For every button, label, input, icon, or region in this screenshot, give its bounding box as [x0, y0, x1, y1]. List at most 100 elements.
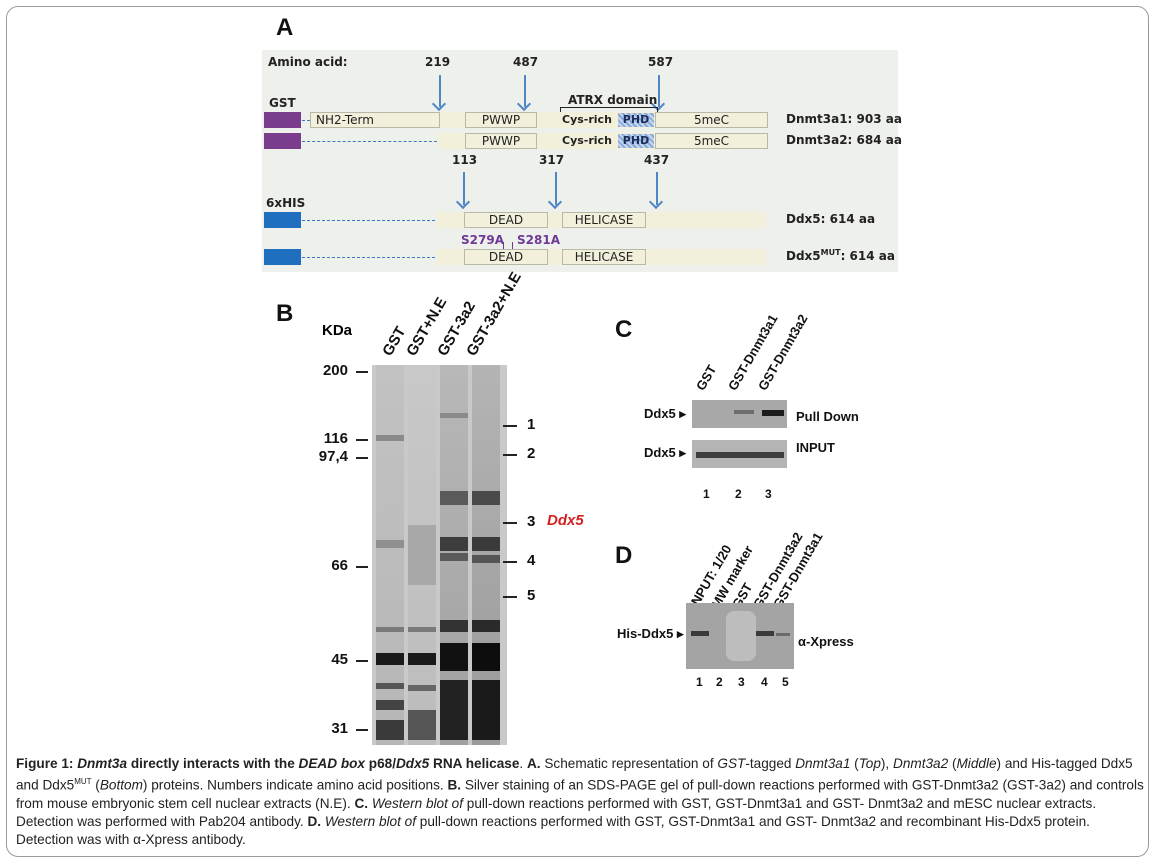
gel-band: [472, 491, 500, 505]
marker-tick-200: [356, 371, 368, 373]
c-row2-label-text: Ddx5: [644, 445, 676, 460]
gel-band: [440, 553, 468, 561]
c-input-label: INPUT: [796, 440, 835, 455]
gel-band: [472, 680, 500, 740]
caption-dnmt3a: Dnmt3a: [77, 756, 128, 771]
caption-a-dnmt3a1: Dnmt3a1: [795, 756, 851, 771]
caption-section-b: B.: [447, 777, 462, 793]
panel-a-schematic: Amino acid: 219 487 587 GST ATRX domain …: [262, 50, 902, 272]
gel-band: [408, 685, 436, 691]
caption-deadbox: DEAD box: [298, 756, 365, 771]
cys-rich-a1: Cys-rich: [562, 113, 612, 126]
caption-a-gst: GST: [717, 756, 746, 771]
caption-a-middle: Middle: [956, 756, 997, 771]
panel-d-letter: D: [615, 542, 633, 569]
c-input-band: [696, 452, 784, 458]
his-tag-ddx5mut: [264, 249, 301, 265]
gel-band: [472, 555, 500, 563]
panel-c-letter: C: [615, 316, 633, 343]
caption-p68: p68/: [368, 756, 396, 771]
c-pulldown-label: Pull Down: [796, 409, 859, 424]
marker-tick-31: [356, 729, 368, 731]
dead-domain-mut: DEAD: [464, 249, 548, 265]
position-587: 587: [648, 55, 674, 69]
d-band-lane1: [691, 631, 709, 636]
mutation-s281a: S281A: [517, 233, 560, 247]
gel-lane-4: [472, 365, 500, 745]
caption-a-bottom: Bottom: [99, 777, 143, 793]
gst-tag-dnmt3a1: [264, 112, 301, 128]
band-number-5: 5: [527, 587, 536, 604]
5mec-domain-a1: 5meC: [655, 112, 768, 128]
caption-a-text4: proteins. Numbers indicate amino acid po…: [151, 777, 444, 793]
linker-dnmt3a1: [302, 120, 310, 121]
c-lane-number-1: 1: [703, 487, 710, 501]
gel-band: [472, 620, 500, 632]
band-number-3: 3: [527, 513, 536, 530]
gel-band: [440, 680, 468, 740]
his-tag-ddx5: [264, 212, 301, 228]
d-marker-smear: [726, 611, 756, 661]
arrow-587: [658, 75, 660, 107]
c-pulldown-blot: [692, 400, 787, 428]
atrx-bracket: [560, 107, 658, 114]
linker-dnmt3a2: [302, 141, 437, 142]
gel-band: [376, 540, 404, 548]
caption-section-c: C.: [354, 795, 369, 811]
marker-66: 66: [331, 557, 348, 574]
position-317: 317: [539, 153, 565, 167]
gel-band: [376, 653, 404, 665]
dnmt3a2-length: Dnmt3a2: 684 aa: [786, 133, 902, 147]
c-row2-ddx5-label: Ddx5 ▸: [644, 445, 686, 460]
gel-band: [440, 537, 468, 551]
gel-band: [440, 413, 468, 418]
pwwp-domain-a1: PWWP: [465, 112, 537, 128]
caption-a-text3: and His-tagged Ddx5 and Ddx5: [16, 756, 1133, 793]
helicase-domain: HELICASE: [562, 212, 646, 228]
ddx5mut-prefix: Ddx5: [786, 249, 821, 263]
cys-rich-a2: Cys-rich: [562, 134, 612, 147]
band-tick-5: [503, 596, 517, 598]
caption-a-dnmt3a2: Dnmt3a2: [893, 756, 949, 771]
panel-b-letter: B: [276, 300, 294, 327]
silver-stain-gel: [372, 365, 507, 745]
marker-200: 200: [322, 362, 348, 379]
band-number-1: 1: [527, 416, 536, 433]
c-band-lane3: [762, 410, 784, 416]
caption-a-text2: -tagged: [745, 756, 792, 771]
marker-tick-45: [356, 660, 368, 662]
kda-label: KDa: [322, 322, 353, 339]
d-lane-number-3: 3: [738, 675, 745, 689]
c-lane-number-3: 3: [765, 487, 772, 501]
caption-d-text: pull-down reactions performed with GST, …: [16, 813, 1090, 847]
panel-a-letter: A: [276, 14, 294, 41]
amino-acid-label: Amino acid:: [268, 55, 348, 69]
band-number-2: 2: [527, 445, 536, 462]
mutation-tick-1: [503, 242, 504, 250]
d-his-ddx5-label: His-Ddx5 ▸: [617, 626, 684, 641]
ddx5mut-suffix: : 614 aa: [840, 249, 895, 263]
gel-band: [472, 643, 500, 671]
gel-band: [376, 435, 404, 441]
linker-ddx5mut: [302, 257, 435, 258]
marker-97-4: 97,4: [318, 448, 348, 465]
arrow-219: [439, 75, 441, 107]
dead-domain: DEAD: [464, 212, 548, 228]
gel-band: [440, 643, 468, 671]
caption-d-western: Western blot of: [324, 813, 416, 829]
5mec-domain-a2: 5meC: [655, 133, 768, 149]
c-lane-number-2: 2: [735, 487, 742, 501]
gel-band: [472, 537, 500, 551]
mutation-tick-2: [512, 242, 513, 250]
d-lane-number-1: 1: [696, 675, 703, 689]
d-xpress-label: α-Xpress: [798, 634, 854, 649]
helicase-domain-mut: HELICASE: [562, 249, 646, 265]
gel-lane-3: [440, 365, 468, 745]
figure-caption: Figure 1: Dnmt3a directly interacts with…: [16, 756, 1144, 847]
position-487: 487: [513, 55, 539, 69]
marker-tick-97-4: [356, 457, 368, 459]
c-row1-label-text: Ddx5: [644, 406, 676, 421]
nh2-term-domain: NH2-Term: [310, 112, 440, 128]
nh2-term-text: NH2-Term: [316, 113, 374, 127]
d-blot: [686, 603, 794, 669]
